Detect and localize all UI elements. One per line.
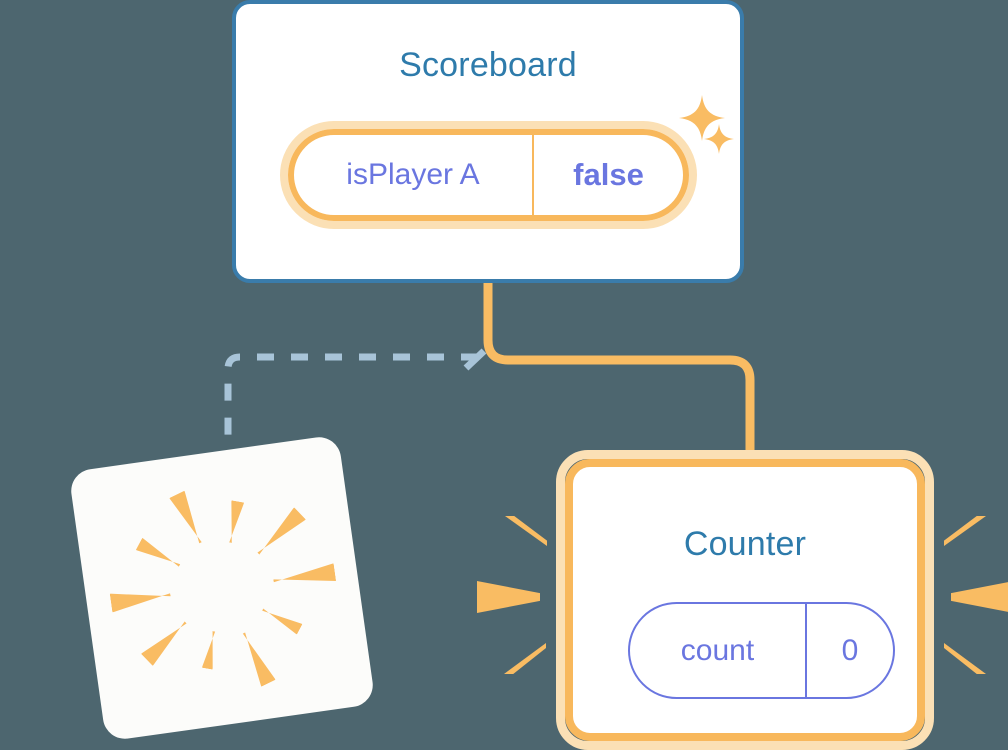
sparkle-large-icon xyxy=(679,95,725,141)
scoreboard-state-pill[interactable]: isPlayer A false xyxy=(280,121,697,229)
counter-card-inner: Counter count 0 xyxy=(565,459,925,741)
counter-state-pill[interactable]: count 0 xyxy=(628,602,895,699)
scoreboard-state-key: isPlayer A xyxy=(346,158,480,191)
dashed-arrowhead xyxy=(463,348,487,371)
scoreboard-title: Scoreboard xyxy=(399,46,577,84)
burst-card[interactable] xyxy=(68,434,376,742)
counter-ray-left-top xyxy=(505,516,547,546)
sparkle-small-icon xyxy=(704,124,734,154)
solid-connector xyxy=(483,281,755,455)
scoreboard-state-pill-inner: isPlayer A false xyxy=(288,129,689,221)
scoreboard-card[interactable]: Scoreboard isPlayer A false xyxy=(232,0,744,283)
counter-ray-left-middle xyxy=(477,581,540,613)
counter-ray-right-top xyxy=(944,516,986,546)
counter-title: Counter xyxy=(683,525,807,563)
counter-card[interactable]: Counter count 0 xyxy=(556,450,934,750)
counter-ray-left-bottom xyxy=(504,643,546,674)
scoreboard-state-value: false xyxy=(532,135,683,215)
counter-state-value: 0 xyxy=(805,604,893,697)
counter-state-key: count xyxy=(680,633,755,667)
counter-ray-right-bottom xyxy=(944,643,986,674)
counter-ray-right-middle xyxy=(951,581,1008,613)
